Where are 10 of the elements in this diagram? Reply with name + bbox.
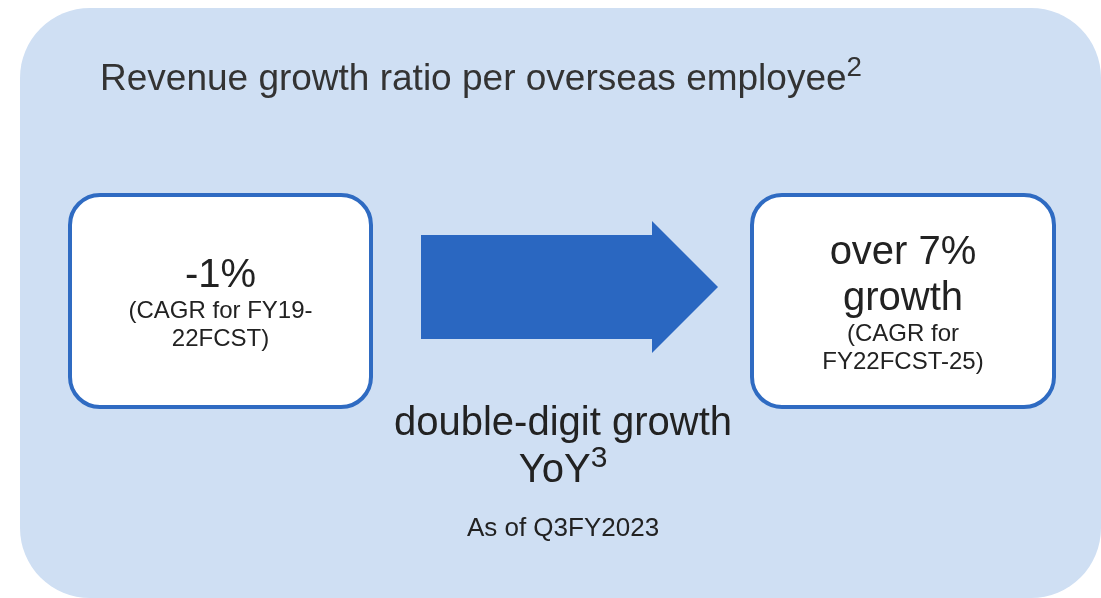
title: Revenue growth ratio per overseas employee$^{2}$ xyxy=(100,50,862,100)
block-arrow xyxy=(421,221,718,353)
note-text: (CAGR for FY22FCST-25) xyxy=(821,319,985,375)
rounded-box xyxy=(68,193,373,409)
value-text: -1% xyxy=(183,250,258,296)
value-text: over 7% growth xyxy=(828,227,978,319)
note-text: (CAGR for FY19-22FCST) xyxy=(127,296,314,352)
note-text: As of Q3FY2023 xyxy=(465,511,661,544)
edge-label: double-digit growth YoY$^{3}$ xyxy=(393,398,733,492)
rounded-box xyxy=(750,193,1056,409)
